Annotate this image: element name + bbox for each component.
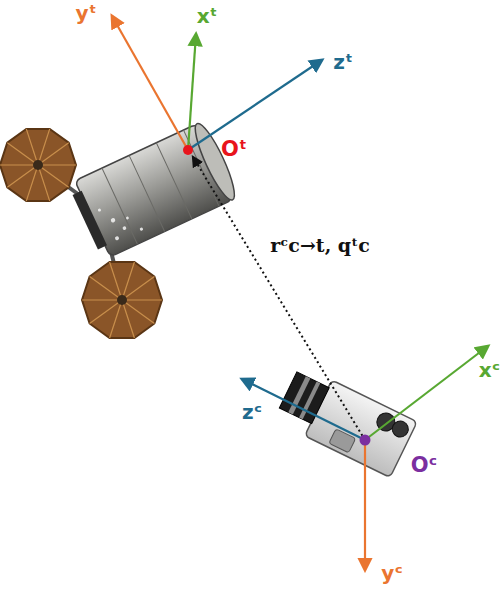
relative-pose-line xyxy=(193,157,365,440)
target-frame-axes xyxy=(112,16,322,150)
x-axis xyxy=(365,346,488,440)
z-axis xyxy=(188,60,322,150)
axis-label: zᶜ xyxy=(242,401,262,423)
origin-label: Oᶜ xyxy=(411,454,438,477)
axis-label: xᶜ xyxy=(479,359,500,381)
z-axis xyxy=(242,379,365,440)
axis-label: xᵗ xyxy=(197,5,218,27)
axis-label: zᵗ xyxy=(333,51,352,73)
axis-label: yᵗ xyxy=(76,2,97,24)
camera xyxy=(273,365,417,478)
origin-label: Oᵗ xyxy=(221,138,247,161)
y-axis xyxy=(112,16,188,150)
y-axis xyxy=(364,440,366,570)
pose-label: rᶜc→t, qᵗc xyxy=(270,235,370,256)
solar-panel xyxy=(82,262,162,338)
camera-frame-axes xyxy=(242,346,488,570)
solar-panel xyxy=(0,129,76,201)
axis-label: yᶜ xyxy=(381,562,402,584)
x-axis xyxy=(188,34,196,150)
camera-origin-dot xyxy=(360,435,371,446)
spacecraft xyxy=(0,120,241,338)
target-origin-dot xyxy=(183,145,193,155)
spacecraft-body xyxy=(67,120,240,260)
